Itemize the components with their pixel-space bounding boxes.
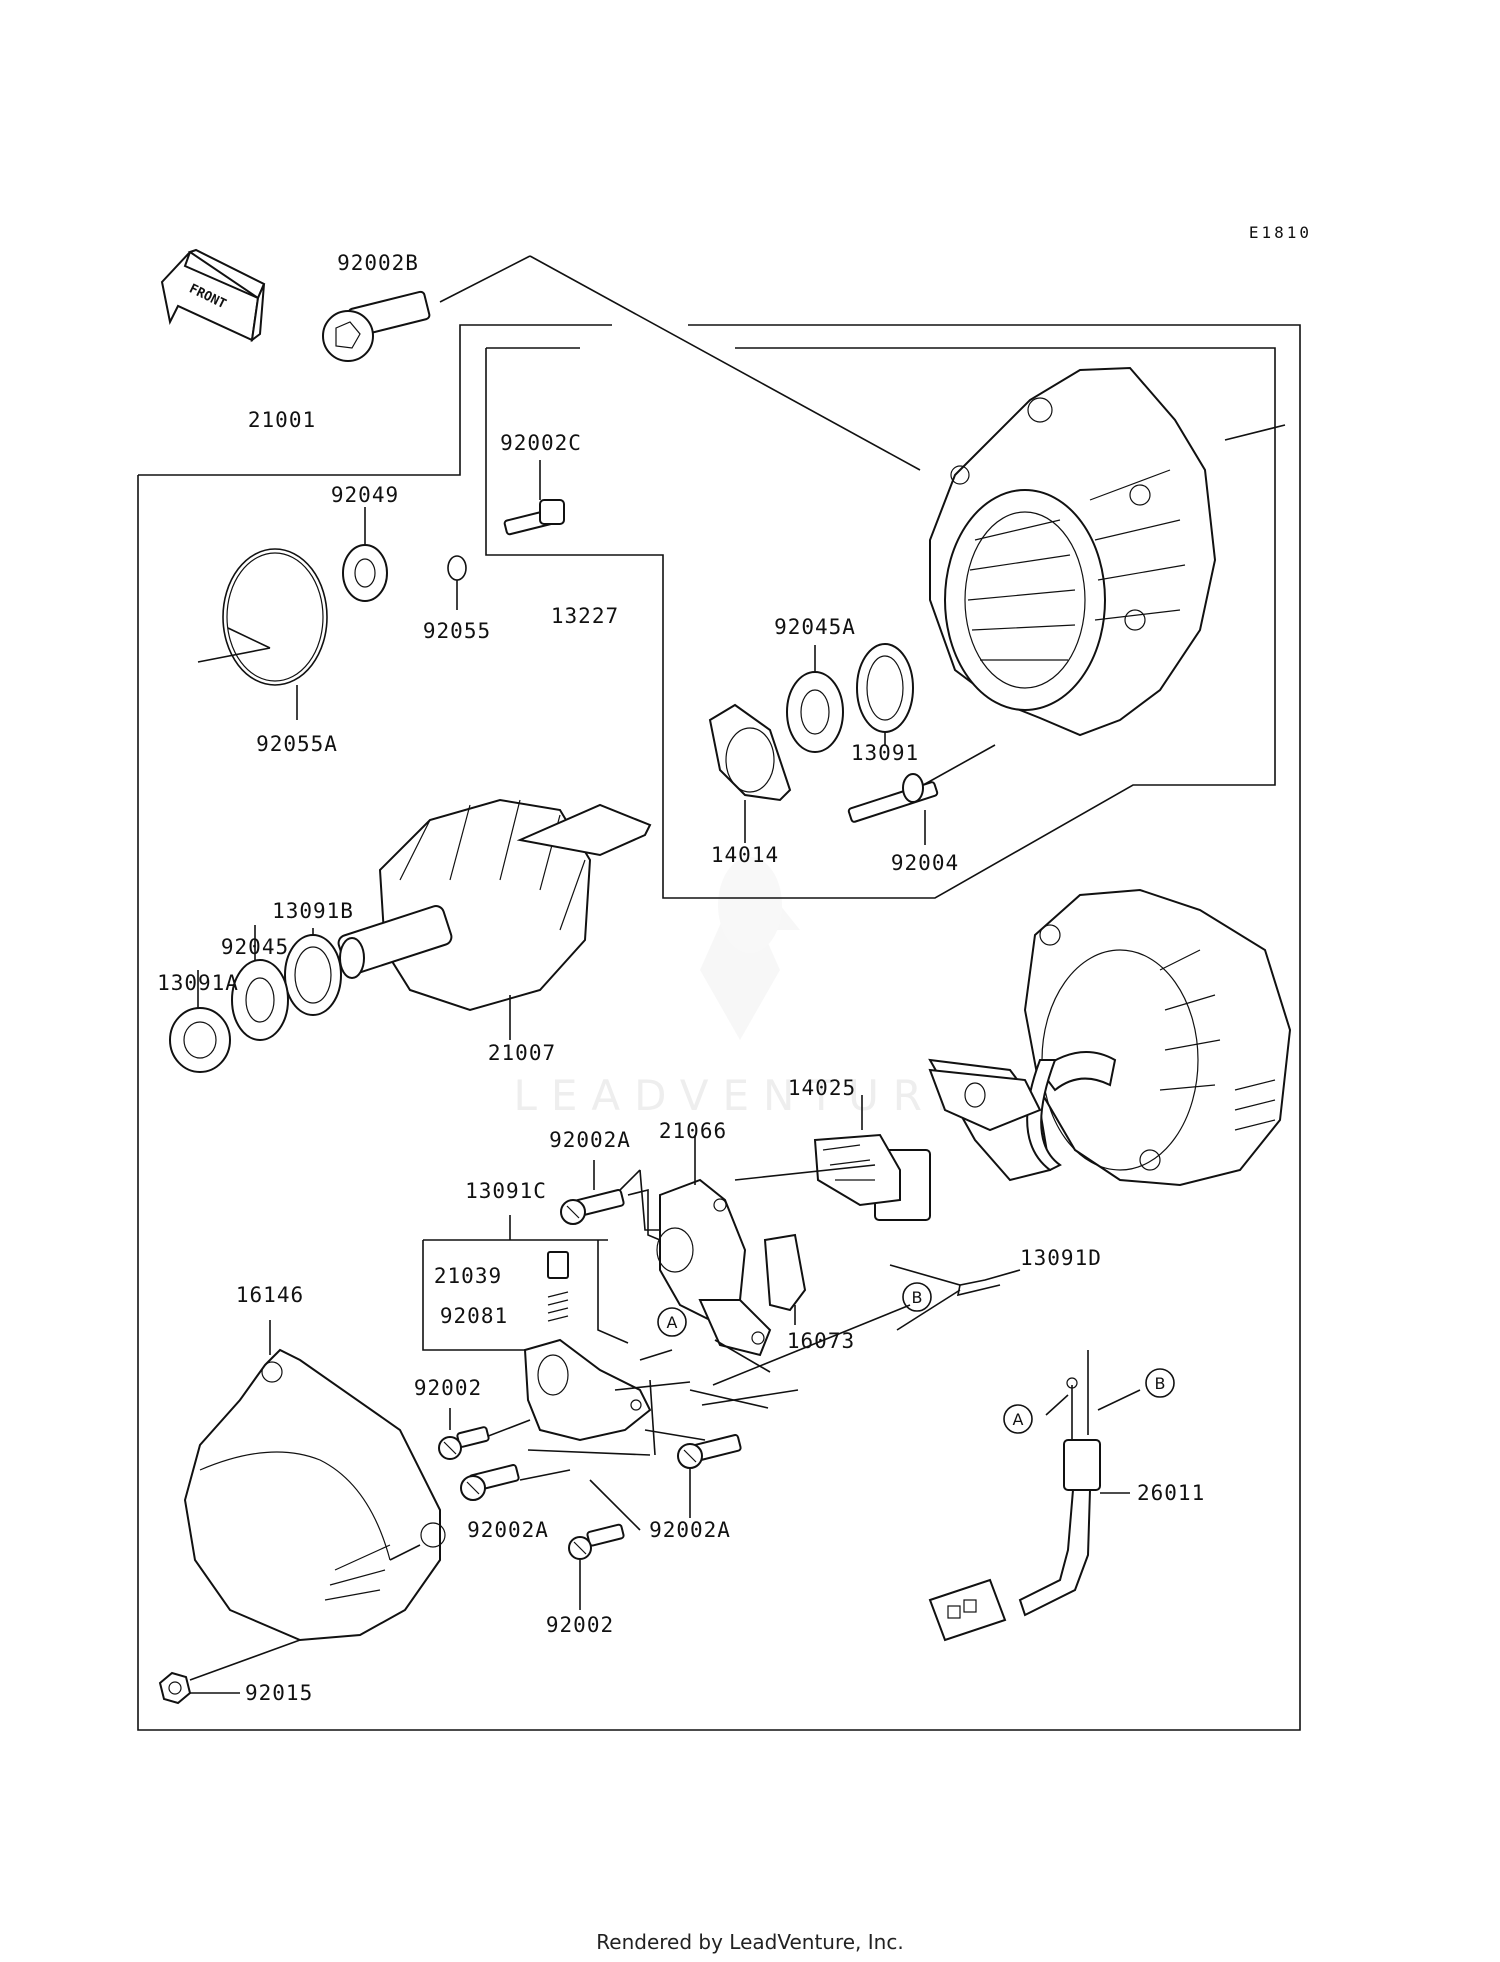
svg-text:A: A bbox=[1013, 1410, 1024, 1429]
label-21066: 21066 bbox=[659, 1119, 727, 1143]
label-21039: 21039 bbox=[434, 1264, 502, 1288]
watermark-logo bbox=[700, 857, 800, 1040]
label-16146: 16146 bbox=[236, 1283, 304, 1307]
label-16073: 16073 bbox=[787, 1329, 855, 1353]
screw-92002A-top bbox=[560, 1160, 661, 1241]
bearing-92049 bbox=[342, 507, 388, 602]
stator-assembly-frame bbox=[485, 347, 1276, 899]
brush-holder-small bbox=[523, 1338, 652, 1442]
label-26011: 26011 bbox=[1137, 1481, 1205, 1505]
label-92002A-top: 92002A bbox=[549, 1128, 631, 1152]
footer-credit: Rendered by LeadVenture, Inc. bbox=[596, 1930, 904, 1954]
cover-16146 bbox=[183, 1320, 446, 1642]
screw-92002A-left bbox=[460, 1464, 520, 1501]
bolt-92002B bbox=[322, 255, 921, 471]
watermark-text: LEADVENTURE bbox=[513, 1071, 976, 1120]
label-92049: 92049 bbox=[331, 483, 399, 507]
svg-text:B: B bbox=[912, 1288, 923, 1307]
callout-a-harness: A bbox=[1003, 1404, 1033, 1434]
label-92002B: 92002B bbox=[337, 251, 419, 275]
callout-a-brush: A bbox=[657, 1307, 687, 1337]
label-92045: 92045 bbox=[221, 935, 289, 959]
cap-13091A bbox=[169, 970, 231, 1073]
brush-21039 bbox=[547, 1251, 569, 1279]
screw-92002-left bbox=[438, 1408, 490, 1460]
brush-kit-frame bbox=[422, 1215, 629, 1375]
rotor-21007 bbox=[337, 798, 652, 1040]
label-14025: 14025 bbox=[788, 1076, 856, 1100]
spring-92081 bbox=[547, 1291, 569, 1322]
seal-13091B bbox=[284, 928, 342, 1016]
label-92002C: 92002C bbox=[500, 431, 582, 455]
stud-92004 bbox=[847, 744, 996, 845]
screw-92002-bottom bbox=[568, 1523, 625, 1610]
outer-assembly-frame bbox=[137, 324, 1301, 1731]
bearing-92045 bbox=[231, 925, 289, 1041]
label-92002A-right: 92002A bbox=[649, 1518, 731, 1542]
brush-holder-21066 bbox=[656, 1135, 772, 1357]
label-92002-bottom: 92002 bbox=[546, 1613, 614, 1637]
screw-92002A-right bbox=[677, 1434, 742, 1518]
label-13091D: 13091D bbox=[1020, 1246, 1102, 1270]
nut-92015 bbox=[158, 1639, 301, 1705]
bearing-92045A bbox=[786, 645, 844, 753]
label-92002A-left: 92002A bbox=[467, 1518, 549, 1542]
stator-housing bbox=[929, 366, 1286, 737]
wiring-harness-26011 bbox=[928, 1350, 1141, 1642]
callout-b-harness: B bbox=[1145, 1368, 1175, 1398]
diagram-code: E1810 bbox=[1249, 223, 1312, 242]
label-92055: 92055 bbox=[423, 619, 491, 643]
regulator-16073 bbox=[763, 1233, 807, 1325]
label-21001: 21001 bbox=[248, 408, 316, 432]
label-21007: 21007 bbox=[488, 1041, 556, 1065]
label-92081: 92081 bbox=[440, 1304, 508, 1328]
svg-text:B: B bbox=[1155, 1374, 1166, 1393]
label-13091B: 13091B bbox=[272, 899, 354, 923]
rectifier-14025 bbox=[813, 1058, 1062, 1221]
label-13091A: 13091A bbox=[157, 971, 239, 995]
front-arrow-icon: FRONT bbox=[160, 248, 266, 343]
small-ring-92055 bbox=[447, 555, 467, 610]
label-92045A: 92045A bbox=[774, 615, 856, 639]
label-13091: 13091 bbox=[851, 741, 919, 765]
label-92002-left: 92002 bbox=[414, 1376, 482, 1400]
rear-housing bbox=[1023, 888, 1292, 1187]
label-13227: 13227 bbox=[551, 604, 619, 628]
callout-b-rectifier: B bbox=[902, 1282, 932, 1312]
label-92004: 92004 bbox=[891, 851, 959, 875]
assembly-leader-lines bbox=[464, 1164, 1021, 1531]
o-ring-92055A bbox=[197, 548, 328, 720]
svg-text:A: A bbox=[667, 1313, 678, 1332]
plate-14014 bbox=[708, 703, 792, 843]
label-14014: 14014 bbox=[711, 843, 779, 867]
label-13091C: 13091C bbox=[465, 1179, 547, 1203]
label-92015: 92015 bbox=[245, 1681, 313, 1705]
bolt-92002C bbox=[503, 460, 565, 536]
label-92055A: 92055A bbox=[256, 732, 338, 756]
seal-13091 bbox=[856, 643, 914, 745]
